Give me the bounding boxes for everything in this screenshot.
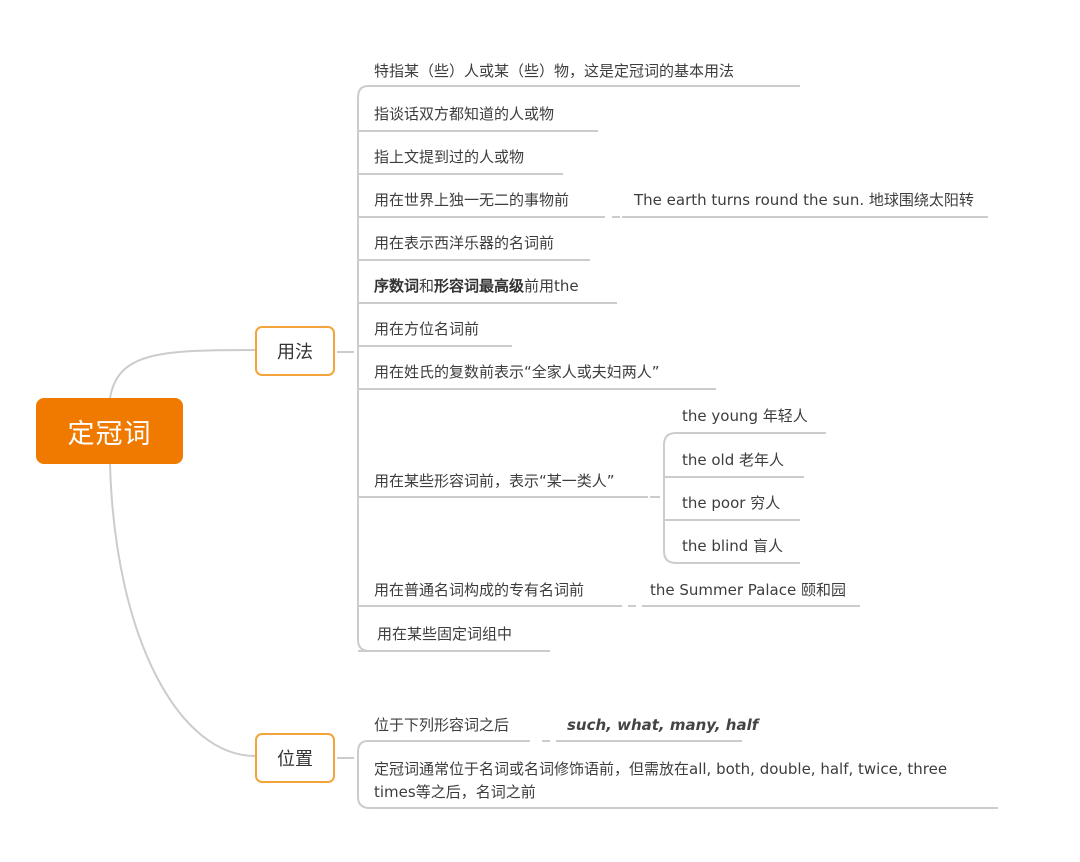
ordinal-bold-1: 序数词 (374, 277, 420, 295)
proper-noun-example[interactable]: the Summer Palace 颐和园 (650, 581, 846, 599)
position-item-1[interactable]: 位于下列形容词之后 (374, 716, 510, 734)
usage-item-7[interactable]: 用在方位名词前 (374, 320, 480, 338)
usage-item-8[interactable]: 用在姓氏的复数前表示“全家人或夫妇两人” (374, 363, 660, 381)
usage-item-1[interactable]: 特指某（些）人或某（些）物，这是定冠词的基本用法 (374, 62, 735, 80)
usage-item-5[interactable]: 用在表示西洋乐器的名词前 (374, 234, 555, 252)
branch-usage[interactable]: 用法 (255, 326, 335, 376)
usage-item-6[interactable]: 序数词和形容词最高级前用the (374, 276, 579, 296)
usage-item-3[interactable]: 指上文提到过的人或物 (374, 148, 525, 166)
position-item-2[interactable]: 定冠词通常位于名词或名词修饰语前，但需放在all, both, double, … (374, 760, 948, 801)
usage-item-10[interactable]: 用在普通名词构成的专有名词前 (374, 581, 585, 599)
usage-item-9[interactable]: 用在某些形容词前，表示“某一类人” (374, 472, 615, 490)
ordinal-tail: 前用the (524, 277, 579, 295)
root-node[interactable]: 定冠词 (36, 398, 183, 464)
adjective-example-2[interactable]: the old 老年人 (682, 451, 785, 469)
branch-position[interactable]: 位置 (255, 733, 335, 783)
usage-item-4[interactable]: 用在世界上独一无二的事物前 (374, 191, 570, 209)
ordinal-bold-2: 形容词最高级 (434, 277, 525, 295)
ordinal-mid: 和 (419, 277, 435, 295)
adjectives-example[interactable]: such, what, many, half (567, 716, 759, 734)
usage-item-11[interactable]: 用在某些固定词组中 (377, 625, 513, 643)
adjective-example-1[interactable]: the young 年轻人 (682, 407, 808, 425)
adjective-example-4[interactable]: the blind 盲人 (682, 537, 784, 555)
adjective-example-3[interactable]: the poor 穷人 (682, 494, 781, 512)
unique-example[interactable]: The earth turns round the sun. 地球围绕太阳转 (634, 191, 974, 209)
usage-item-2[interactable]: 指谈话双方都知道的人或物 (374, 105, 555, 123)
